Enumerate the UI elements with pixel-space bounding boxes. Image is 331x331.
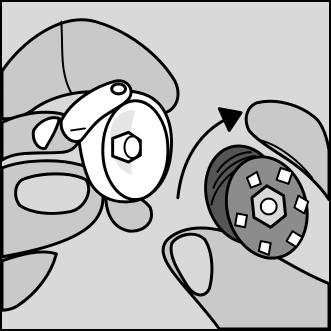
illustration-canvas <box>2 2 329 329</box>
